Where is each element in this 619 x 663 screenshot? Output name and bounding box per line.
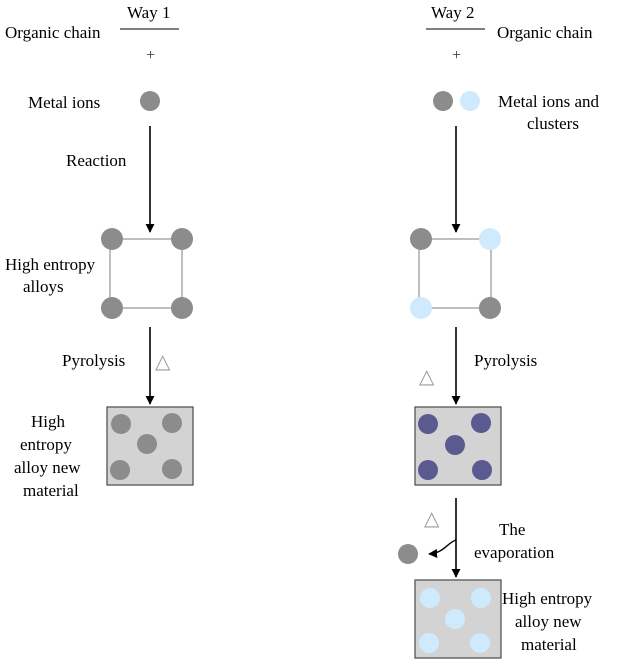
way1-node: [171, 297, 193, 319]
way1-reaction-label: Reaction: [66, 151, 127, 170]
way1-organic-chain-label: Organic chain: [5, 23, 101, 42]
way1-node: [171, 228, 193, 250]
way2-title: Way 2: [431, 3, 474, 22]
way1-plus: +: [146, 47, 155, 64]
way1-alloy-label-line2: alloys: [23, 277, 64, 296]
way1-pyrolysis-label: Pyrolysis: [62, 351, 125, 370]
way2-fused-particle: [418, 414, 438, 434]
way2-material-label-line3: material: [521, 635, 577, 654]
way2-material-particle: [471, 588, 491, 608]
way1-material-label-line2: entropy: [20, 435, 72, 454]
way2-node: [479, 228, 501, 250]
way1-material-label-line1: High: [31, 412, 66, 431]
way1-material-particle: [110, 460, 130, 480]
way2-metal-label-line2: clusters: [527, 114, 579, 133]
way2-material-particle: [470, 633, 490, 653]
way2-material-particle: [419, 633, 439, 653]
way2-evaporation-label-line1: The: [499, 520, 525, 539]
way1-alloy-label-line1: High entropy: [5, 255, 96, 274]
way2-heat-icon: △: [419, 364, 435, 388]
way1-title: Way 1: [127, 3, 170, 22]
way1-material-label-line4: material: [23, 481, 79, 500]
way1-node: [101, 228, 123, 250]
way2-alloy-frame: [418, 238, 492, 309]
way1-alloy-frame: [109, 238, 183, 309]
way1-heat-icon: △: [155, 349, 171, 373]
way2-metal-cluster: [460, 91, 480, 111]
way2-fused-particle: [472, 460, 492, 480]
way2-material-label-line1: High entropy: [502, 589, 593, 608]
way1-node: [101, 297, 123, 319]
way2-fused-particle: [418, 460, 438, 480]
way1-metal-ion: [140, 91, 160, 111]
way2-evaporated-ion: [398, 544, 418, 564]
way1-metal-ions-label: Metal ions: [28, 93, 100, 112]
way2-evaporation-branch-arrow: [428, 539, 457, 558]
way2-metal-label-line1: Metal ions and: [498, 92, 600, 111]
way1-material-label-line3: alloy new: [14, 458, 81, 477]
way2-node: [479, 297, 501, 319]
way2-node: [410, 297, 432, 319]
way2-material-particle: [420, 588, 440, 608]
way2-pyrolysis-label: Pyrolysis: [474, 351, 537, 370]
way2-evaporation-label-line2: evaporation: [474, 543, 555, 562]
way2-node: [410, 228, 432, 250]
way2-material-particle: [445, 609, 465, 629]
way2-fused-particle: [471, 413, 491, 433]
way1-material-particle: [162, 459, 182, 479]
way2-organic-chain-label: Organic chain: [497, 23, 593, 42]
way2-heat-icon-2: △: [424, 506, 440, 530]
way1-material-particle: [137, 434, 157, 454]
way1-material-particle: [162, 413, 182, 433]
way2-plus: +: [452, 47, 461, 64]
way2-metal-ion: [433, 91, 453, 111]
way2-fused-particle: [445, 435, 465, 455]
way2-material-label-line2: alloy new: [515, 612, 582, 631]
way1-material-particle: [111, 414, 131, 434]
